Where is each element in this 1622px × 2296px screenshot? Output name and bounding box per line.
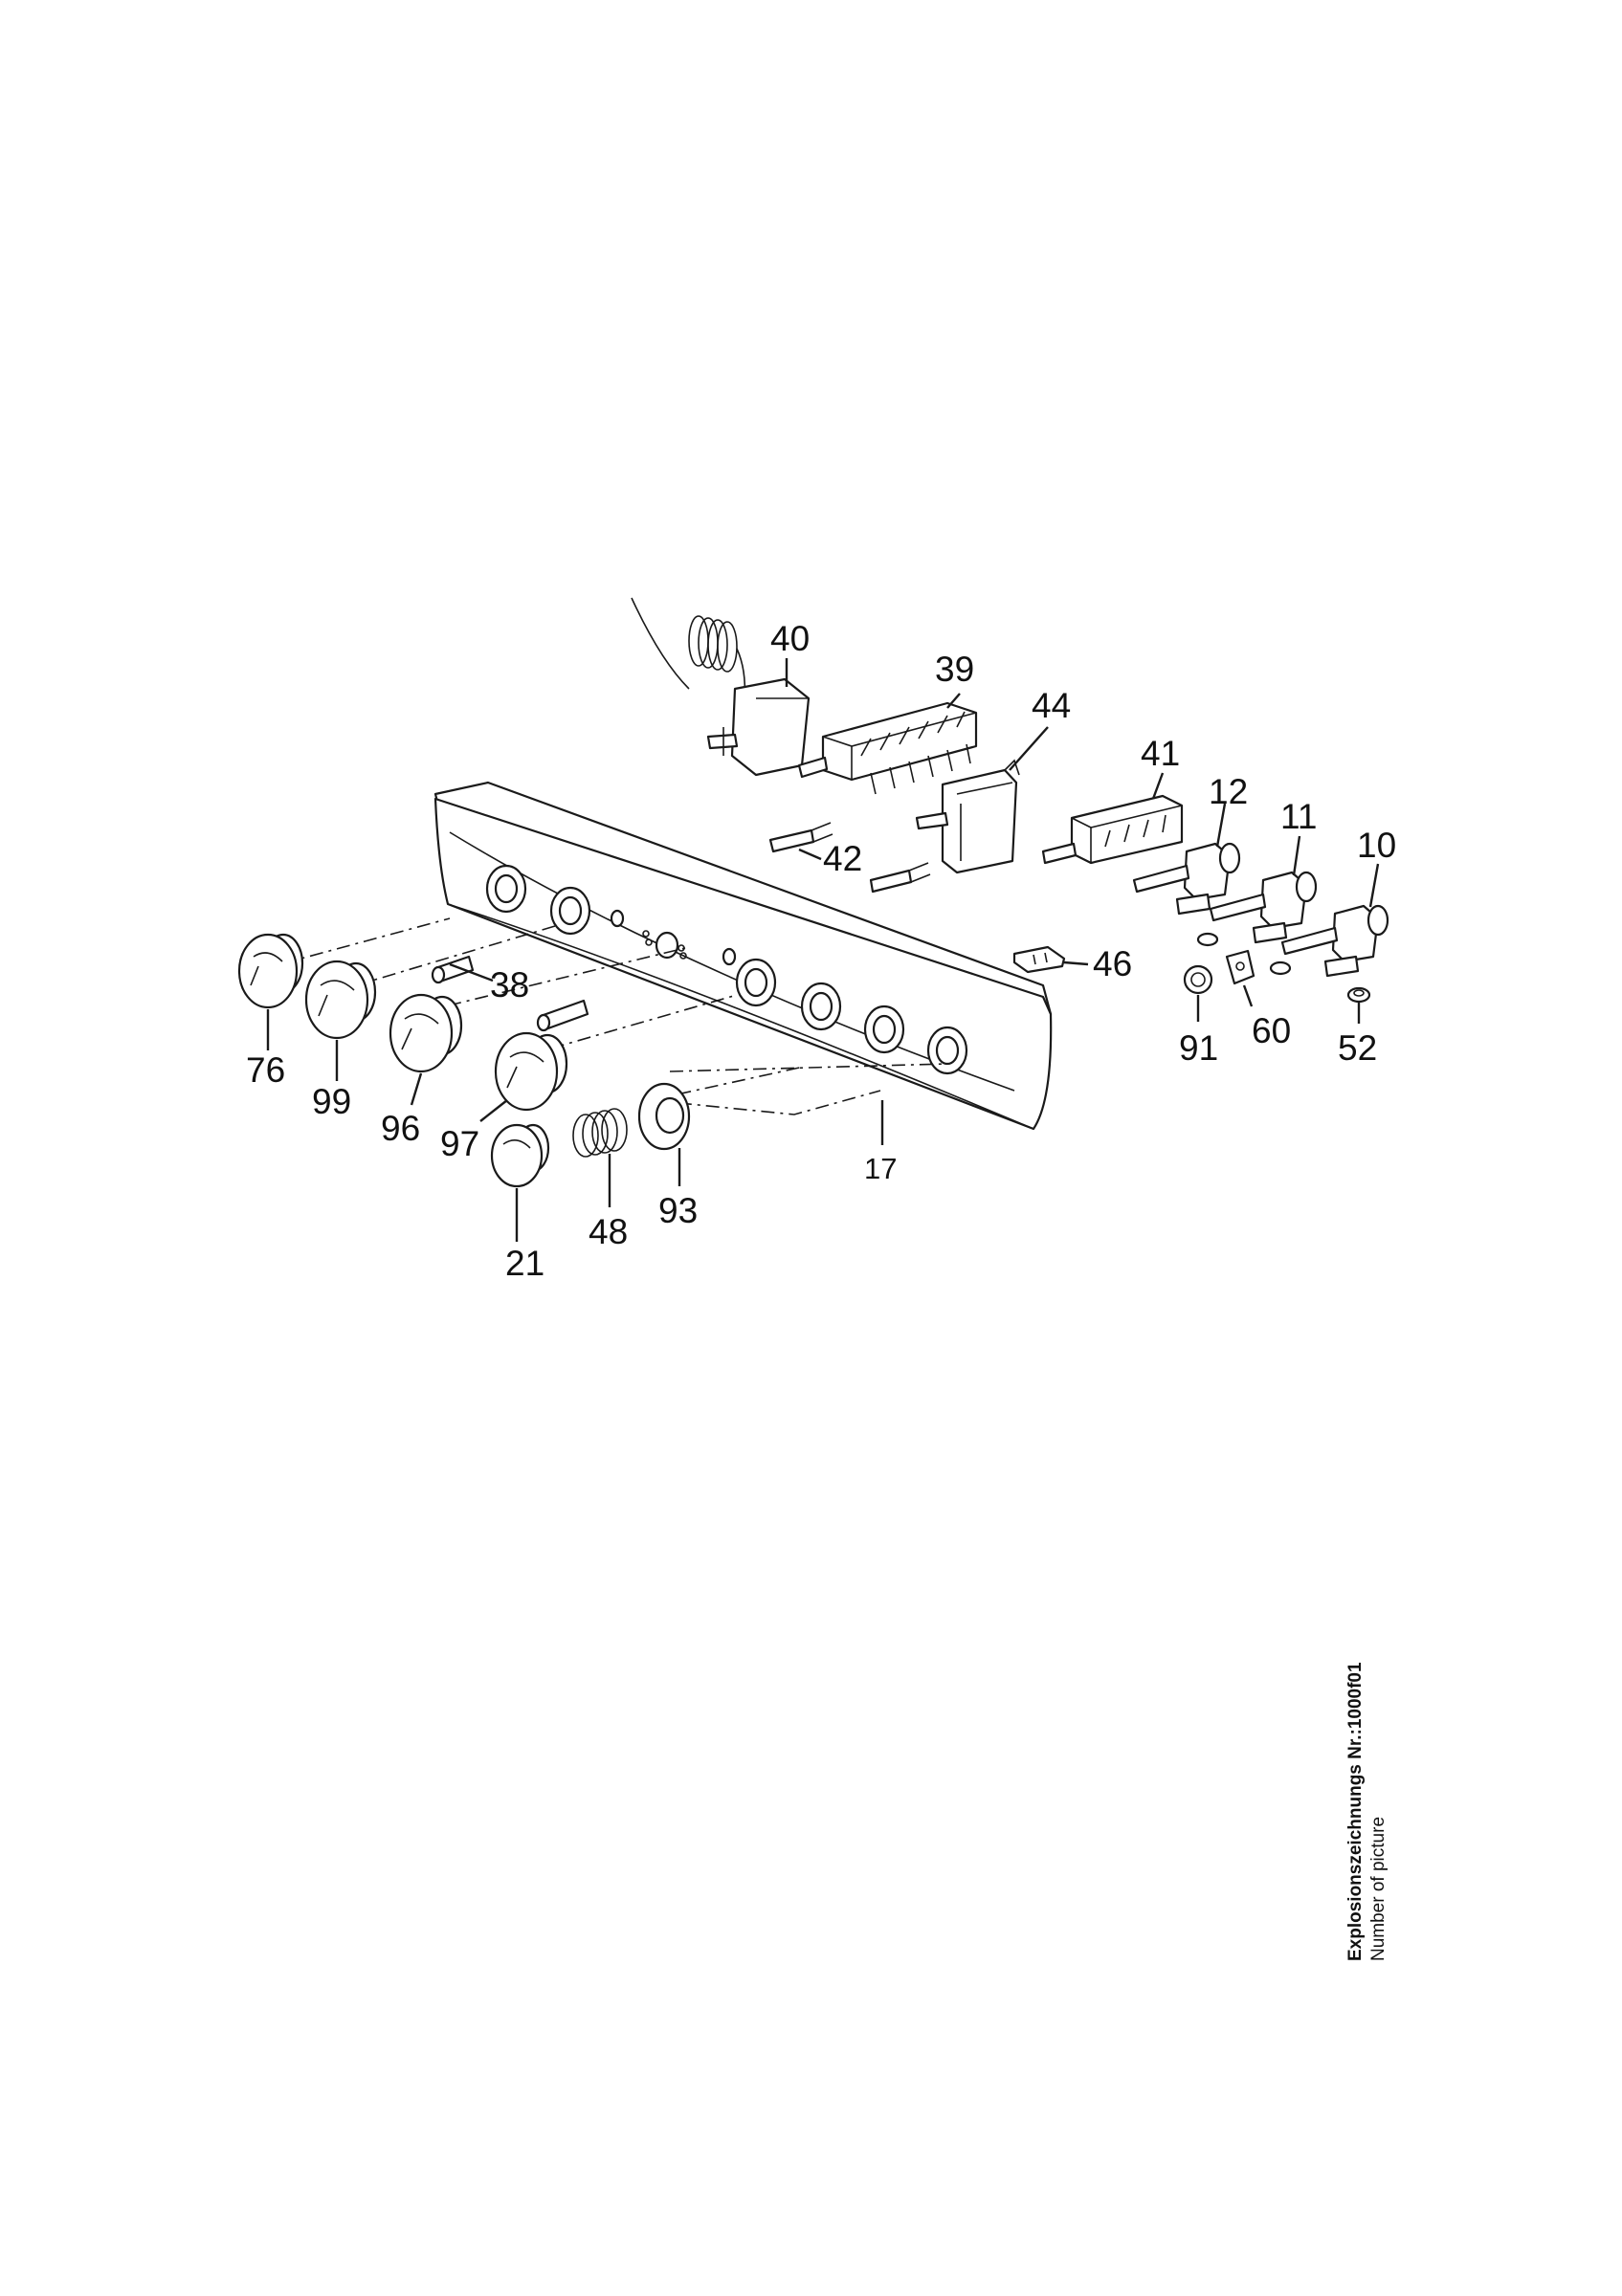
knob-97 — [494, 1031, 568, 1112]
nut-52 — [1346, 986, 1371, 1004]
spring-48 — [572, 1108, 628, 1158]
callout-52: 52 — [1338, 1028, 1377, 1068]
thermal-fuses-42 — [768, 822, 931, 894]
caption-title: Explosionszeichnungs Nr.:1000f01 — [1345, 1662, 1366, 1961]
panel-knob-holes — [485, 864, 968, 1075]
callout-44: 44 — [1032, 686, 1071, 725]
selector-switch-39 — [797, 701, 978, 795]
callout-48: 48 — [589, 1212, 628, 1251]
ring-93 — [637, 1082, 691, 1151]
alignment-lines — [282, 917, 948, 1115]
callout-41: 41 — [1141, 734, 1180, 773]
clip-46 — [1012, 945, 1066, 974]
gas-tap-11 — [1209, 871, 1318, 944]
callout-96: 96 — [381, 1109, 420, 1148]
callout-76: 76 — [246, 1050, 285, 1090]
callout-12: 12 — [1209, 772, 1248, 811]
selector-switch-41 — [1041, 794, 1184, 865]
callout-46: 46 — [1093, 944, 1132, 983]
callout-40: 40 — [770, 619, 810, 658]
callout-60: 60 — [1252, 1011, 1291, 1050]
callout-17: 17 — [864, 1152, 897, 1185]
gas-tap-12 — [1132, 842, 1241, 916]
knob-76 — [237, 933, 304, 1009]
callout-10: 10 — [1357, 826, 1396, 865]
callout-93: 93 — [658, 1191, 698, 1230]
spacer-pins-38 — [431, 955, 589, 1032]
drawing-caption: Explosionszeichnungs Nr.:1000f01 Number … — [1344, 1655, 1431, 1961]
callout-97: 97 — [440, 1124, 479, 1163]
timer-44 — [915, 759, 1020, 874]
callout-11: 11 — [1280, 797, 1317, 836]
leader-lines — [266, 658, 1380, 1242]
callout-91: 91 — [1179, 1028, 1218, 1068]
bracket-60 — [1196, 932, 1292, 985]
callout-42: 42 — [823, 839, 862, 878]
caption-subtitle: Number of picture — [1368, 1816, 1389, 1961]
knob-99 — [304, 960, 377, 1040]
callout-99: 99 — [312, 1082, 351, 1121]
knob-21 — [490, 1123, 550, 1188]
callout-21: 21 — [505, 1244, 544, 1283]
callout-39: 39 — [935, 650, 974, 689]
callout-38: 38 — [490, 965, 529, 1004]
control-panel-17 — [433, 781, 1053, 1131]
thermostat-40 — [631, 597, 811, 777]
washer-91 — [1183, 964, 1213, 995]
gas-tap-10 — [1280, 904, 1389, 978]
callout-labels: 40 39 44 41 12 11 10 42 46 38 76 99 96 9… — [246, 619, 1396, 1283]
knob-96 — [389, 993, 463, 1073]
